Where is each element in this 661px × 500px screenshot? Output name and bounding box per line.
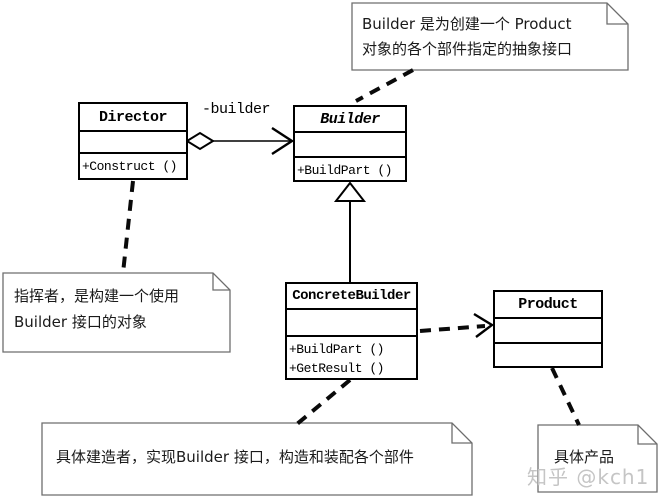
class-attributes-concrete-builder [287, 310, 416, 337]
class-box-director: Director +Construct () [78, 102, 188, 180]
note-shape-product [537, 424, 658, 493]
open-arrowhead-icon [271, 126, 295, 156]
note-line: 具体产品 [554, 448, 615, 466]
note-anchor-director [121, 180, 135, 274]
aggregation-diamond-icon [185, 131, 215, 151]
dependency-edge [419, 312, 495, 338]
note-line: 对象的各个部件指定的抽象接口 [362, 40, 573, 58]
note-shape-concrete-builder [41, 422, 473, 496]
class-methods-concrete-builder: +BuildPart () +GetResult () [287, 337, 416, 378]
note-line: 具体建造者，实现Builder 接口，构造和装配各个部件 [56, 448, 414, 466]
class-name-builder: Builder [295, 107, 405, 134]
note-line: 指挥者，是构建一个使用 [14, 287, 180, 305]
note-line: Builder 是为创建一个 Product [362, 15, 572, 33]
class-name-product: Product [495, 292, 601, 319]
note-anchor-product [550, 367, 581, 426]
note-director: 指挥者，是构建一个使用 Builder 接口的对象 [14, 283, 226, 335]
class-attributes-director [80, 132, 186, 154]
class-box-concrete-builder: ConcreteBuilder +BuildPart () +GetResult… [285, 282, 418, 380]
method-label: +BuildPart () [297, 163, 392, 178]
hollow-triangle-arrowhead-icon [333, 181, 367, 202]
class-box-builder: Builder +BuildPart () [293, 105, 407, 182]
class-methods-builder: +BuildPart () [295, 158, 405, 180]
note-concrete-builder: 具体建造者，实现Builder 接口，构造和装配各个部件 [56, 446, 464, 468]
method-label: +Construct () [82, 159, 177, 174]
method-label: +GetResult () [289, 361, 384, 376]
class-attributes-builder [295, 133, 405, 158]
open-arrowhead-icon [473, 312, 495, 338]
aggregation-role-label: -builder [202, 101, 271, 118]
note-anchor-builder [355, 68, 414, 103]
method-label: +BuildPart () [289, 342, 384, 357]
note-shape-builder [351, 2, 629, 71]
note-line: Builder 接口的对象 [14, 313, 147, 331]
note-builder: Builder 是为创建一个 Product 对象的各个部件指定的抽象接口 [362, 12, 622, 62]
note-shape-director [2, 272, 231, 353]
aggregation-edge [185, 126, 295, 156]
class-box-product: Product [493, 290, 603, 368]
note-product: 具体产品 [554, 446, 649, 468]
class-attributes-product [495, 319, 601, 344]
class-name-concrete-builder: ConcreteBuilder [287, 284, 416, 310]
class-methods-product [495, 344, 601, 366]
zhihu-watermark: 知乎 @kch1 [527, 465, 650, 489]
note-anchor-concrete-builder [295, 378, 352, 426]
generalization-edge [333, 181, 367, 283]
class-name-director: Director [80, 104, 186, 132]
class-methods-director: +Construct () [80, 154, 186, 178]
